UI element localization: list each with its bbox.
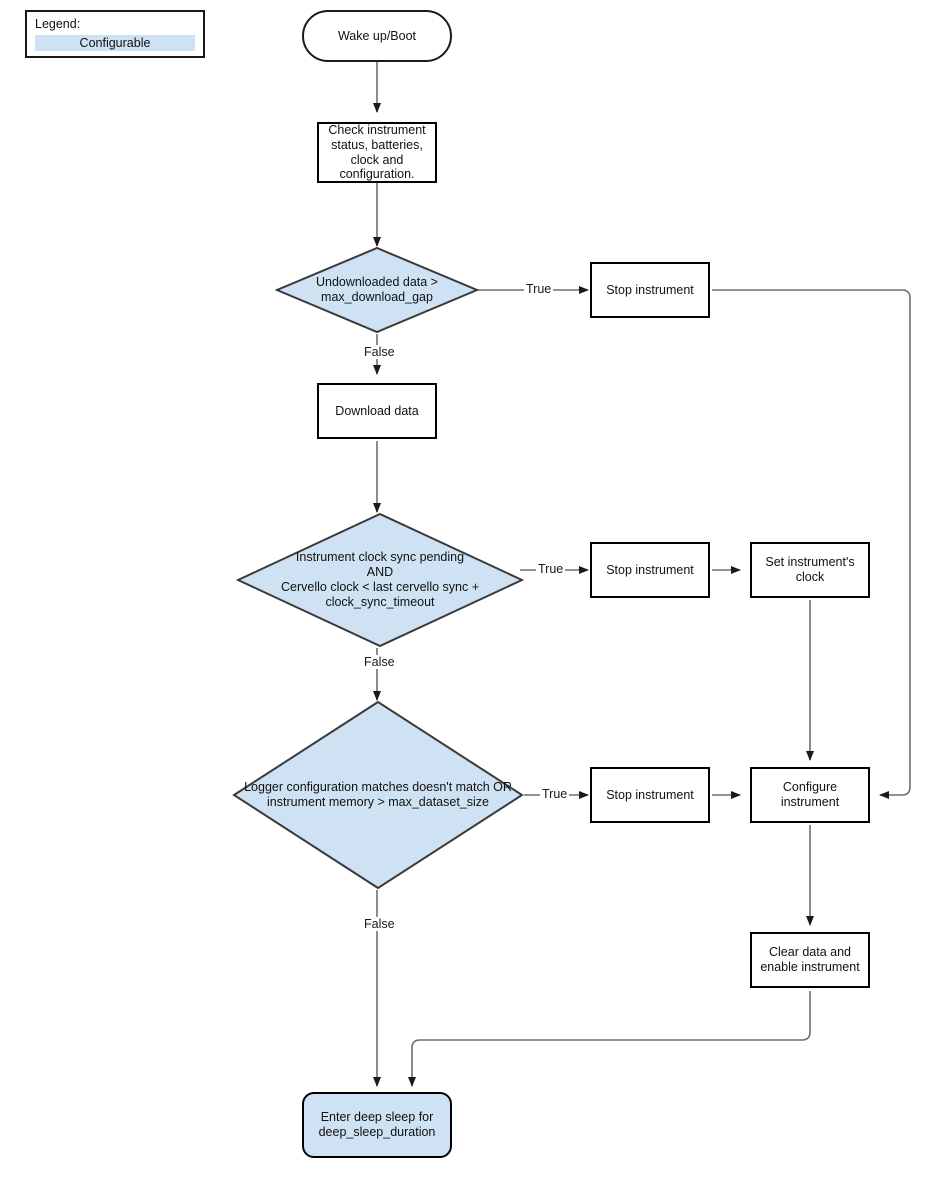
node-stop-instrument-2[interactable]: Stop instrument	[590, 542, 710, 598]
diamond-shape-config	[232, 700, 524, 890]
node-stop-instrument-1[interactable]: Stop instrument	[590, 262, 710, 318]
legend-swatch-configurable: Configurable	[35, 35, 195, 51]
node-check-instrument-status[interactable]: Check instrument status, batteries, cloc…	[317, 122, 437, 183]
node-decision-logger-configuration[interactable]: Logger configuration matches doesn't mat…	[232, 700, 524, 890]
node-download-data[interactable]: Download data	[317, 383, 437, 439]
legend-box: Legend: Configurable	[25, 10, 205, 58]
edge-label-config-true: True	[540, 787, 570, 801]
node-clear-data-enable-instrument[interactable]: Clear data and enable instrument	[750, 932, 870, 988]
diamond-shape-download	[274, 246, 480, 334]
node-decision-undownloaded-data[interactable]: Undownloaded data > max_download_gap	[274, 246, 480, 334]
edge-label-download-false: False	[362, 345, 397, 359]
edge-label-download-true: True	[524, 282, 554, 296]
node-decision-clock-sync[interactable]: Instrument clock sync pending AND Cervel…	[235, 512, 525, 648]
legend-title: Legend:	[35, 17, 81, 31]
edge-label-clock-true: True	[536, 562, 566, 576]
node-enter-deep-sleep[interactable]: Enter deep sleep for deep_sleep_duration	[302, 1092, 452, 1158]
edge-label-clock-false: False	[362, 655, 397, 669]
node-set-instrument-clock[interactable]: Set instrument's clock	[750, 542, 870, 598]
diamond-shape-clock	[235, 512, 525, 648]
edge-clear-data-to-deep-sleep	[408, 991, 811, 1087]
node-stop-instrument-3[interactable]: Stop instrument	[590, 767, 710, 823]
node-configure-instrument[interactable]: Configure instrument	[750, 767, 870, 823]
edge-label-config-false: False	[362, 917, 397, 931]
node-wake-up-boot[interactable]: Wake up/Boot	[302, 10, 452, 62]
